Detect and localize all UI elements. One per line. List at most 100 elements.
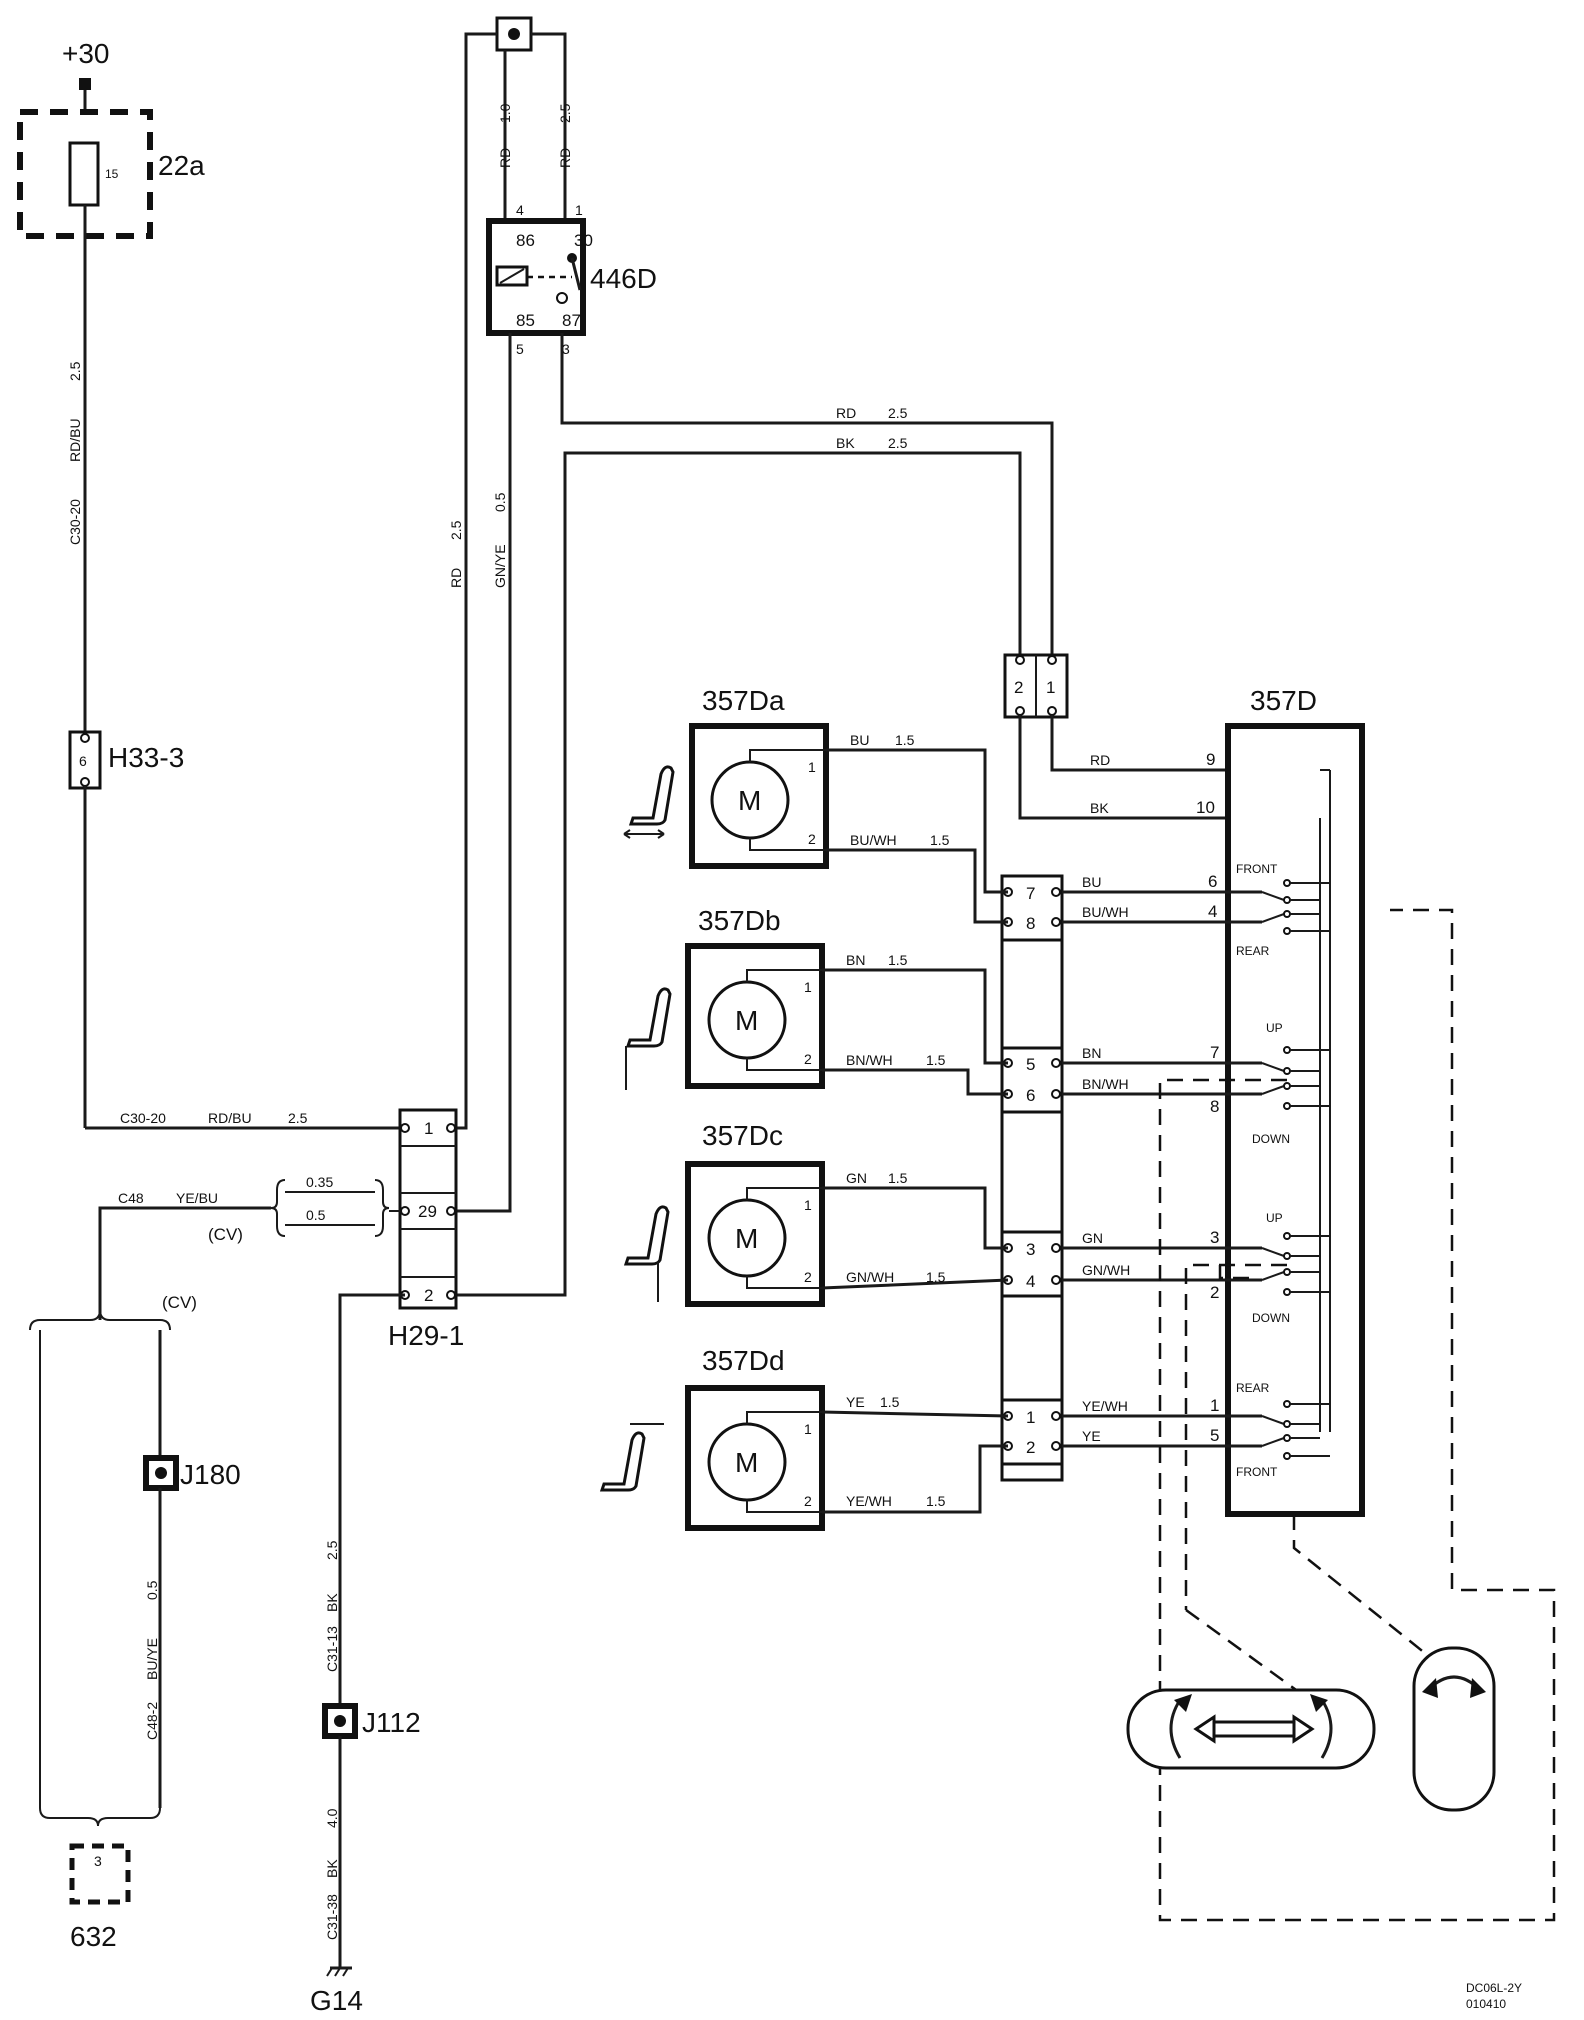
wire-w6-color: RD bbox=[836, 405, 856, 421]
wire-w4-gauge: 2.5 bbox=[448, 520, 464, 540]
mid-pin-5: 5 bbox=[1026, 1055, 1035, 1074]
mid-pin-1: 1 bbox=[1026, 1408, 1035, 1427]
wire-sw-rd: RD bbox=[1090, 752, 1110, 768]
splice-j180: J180 0.5 BU/YE C48-2 bbox=[39, 1455, 241, 1827]
comp-632-label: 632 bbox=[70, 1921, 117, 1952]
sw-pin-8: 8 bbox=[1210, 1097, 1219, 1116]
wire-a2-color: BU/WH bbox=[850, 832, 897, 848]
wire-a2-gauge: 1.5 bbox=[930, 832, 950, 848]
sw-label-front-2: FRONT bbox=[1236, 1465, 1278, 1479]
sw-pin-9: 9 bbox=[1206, 750, 1215, 769]
sw-wire-buwh: BU/WH bbox=[1082, 904, 1129, 920]
wire-c48-gauge-035: 0.35 bbox=[306, 1174, 333, 1190]
sw-wire-gnwh: GN/WH bbox=[1082, 1262, 1130, 1278]
cv-brace-top bbox=[29, 1309, 171, 1331]
mid-pin-8: 8 bbox=[1026, 914, 1035, 933]
backrest-control-knob bbox=[1412, 1646, 1496, 1812]
sw-pin-2: 2 bbox=[1210, 1283, 1219, 1302]
motor-d-pin-2: 2 bbox=[804, 1493, 812, 1509]
wire-sw-bk: BK bbox=[1090, 800, 1109, 816]
sw-wire-bu: BU bbox=[1082, 874, 1101, 890]
h29-pin-2: 2 bbox=[424, 1286, 433, 1305]
switch-body bbox=[1225, 723, 1365, 1517]
connector-middle: 7 8 5 6 3 4 1 2 bbox=[1000, 874, 1064, 1482]
motor-c-label: 357Dc bbox=[702, 1120, 783, 1151]
wire-w1-gauge: 1.0 bbox=[497, 103, 513, 123]
motor-d-label: 357Dd bbox=[702, 1345, 785, 1376]
wire-w6-gauge: 2.5 bbox=[888, 405, 908, 421]
motor-b-pin-1: 1 bbox=[804, 979, 812, 995]
motor-b-label: 357Db bbox=[698, 905, 781, 936]
seat-backrest-icon bbox=[599, 1431, 646, 1492]
sw-wire-ye: YE bbox=[1082, 1428, 1101, 1444]
wire-rd-2.5-relay bbox=[531, 32, 567, 221]
sw-label-down-1: DOWN bbox=[1252, 1132, 1290, 1146]
wire-w12-gauge: 4.0 bbox=[324, 1808, 340, 1828]
wire-c2-gauge: 1.5 bbox=[926, 1269, 946, 1285]
relay-wire-3: 3 bbox=[562, 341, 570, 357]
mid-pin-3: 3 bbox=[1026, 1240, 1035, 1259]
wire-c1-color: GN bbox=[846, 1170, 867, 1186]
relay-wire-4: 4 bbox=[516, 202, 524, 218]
wire-c48-label: C48 bbox=[118, 1190, 144, 1206]
wire-bk-h29-to-conn-pin2 bbox=[456, 451, 1022, 1297]
wire-w5-gauge: 0.5 bbox=[492, 492, 508, 512]
wire-b2-gauge: 1.5 bbox=[926, 1052, 946, 1068]
seat-tilt-icon bbox=[623, 1205, 670, 1266]
motor-c-m: M bbox=[735, 1223, 758, 1254]
motor-357dd: 357Dd M 1 2 YE 1.5 YE/WH 1.5 bbox=[599, 1345, 1009, 1531]
fuse-element bbox=[68, 141, 100, 207]
conn-top-pin-1: 1 bbox=[1046, 678, 1055, 697]
j180-label: J180 bbox=[180, 1459, 241, 1490]
curved-arrow-right-icon bbox=[1320, 1699, 1333, 1759]
arrow-right-icon bbox=[1292, 1714, 1315, 1744]
wire-buwh-a bbox=[826, 848, 1008, 924]
h33-pin: 6 bbox=[79, 753, 87, 769]
connector-h33-3: 6 H33-3 C30-20 RD/BU 2.5 bbox=[68, 730, 400, 1130]
wire-w10-gauge: 0.5 bbox=[144, 1580, 160, 1600]
wire-w5-color: GN/YE bbox=[492, 544, 508, 588]
wire-w12-label: C31-38 bbox=[324, 1894, 340, 1940]
motor-a-pin-1: 1 bbox=[808, 759, 816, 775]
sw-label-up-1: UP bbox=[1266, 1021, 1283, 1035]
h29-pin-29: 29 bbox=[418, 1202, 437, 1221]
wire-w12-color: BK bbox=[324, 1859, 340, 1878]
sw-wire-bnwh: BN/WH bbox=[1082, 1076, 1129, 1092]
wire-rdbu-horz-gauge: 2.5 bbox=[288, 1110, 308, 1126]
connector-h29-1: 1 29 2 H29-1 bbox=[388, 1108, 464, 1351]
wire-ye-d bbox=[821, 1410, 1009, 1418]
wire-c2-color: GN/WH bbox=[846, 1269, 894, 1285]
seat-horizontal-icon bbox=[628, 765, 675, 826]
motor-c-pin-2: 2 bbox=[804, 1269, 812, 1285]
brace-right bbox=[374, 1179, 390, 1237]
wire-c1-gauge: 1.5 bbox=[888, 1170, 908, 1186]
relay-wire-1: 1 bbox=[575, 202, 583, 218]
mid-pin-7: 7 bbox=[1026, 884, 1035, 903]
motor-a-m: M bbox=[738, 785, 761, 816]
motor-c-pin-1: 1 bbox=[804, 1197, 812, 1213]
wire-yebu bbox=[98, 1206, 271, 1320]
sw-wire-gn: GN bbox=[1082, 1230, 1103, 1246]
mid-pin-2: 2 bbox=[1026, 1438, 1035, 1457]
c48-branch: 0.35 0.5 C48 YE/BU (CV) (CV) bbox=[29, 1174, 400, 1808]
motor-a-pin-2: 2 bbox=[808, 831, 816, 847]
switch-357d: 357D 9 10 FRONT REAR 6 4 UP DOWN 7 8 bbox=[1062, 685, 1365, 1517]
fuse-box-label: 22a bbox=[158, 150, 205, 181]
sw-wire-yewh: YE/WH bbox=[1082, 1398, 1128, 1414]
sw-pin-5: 5 bbox=[1210, 1426, 1219, 1445]
wire-d2-gauge: 1.5 bbox=[926, 1493, 946, 1509]
wire-b1-color: BN bbox=[846, 952, 865, 968]
wire-d1-gauge: 1.5 bbox=[880, 1394, 900, 1410]
wire-rd-2.5-to-h29-pin1 bbox=[456, 32, 497, 1130]
wire-w11-gauge: 2.5 bbox=[324, 1540, 340, 1560]
wire-w7-color: BK bbox=[836, 435, 855, 451]
sw-wire-bn: BN bbox=[1082, 1045, 1101, 1061]
connector-top-2-1: 2 1 RD BK bbox=[1003, 653, 1228, 820]
ground-path: 2.5 BK C31-13 J112 4.0 BK C31-38 G14 bbox=[310, 1293, 421, 2016]
seat-height-icon bbox=[625, 987, 672, 1048]
switch-label: 357D bbox=[1250, 685, 1317, 716]
brace-left bbox=[270, 1179, 286, 1237]
mid-pin-6: 6 bbox=[1026, 1086, 1035, 1105]
wire-w10-label: C48-2 bbox=[144, 1702, 160, 1740]
